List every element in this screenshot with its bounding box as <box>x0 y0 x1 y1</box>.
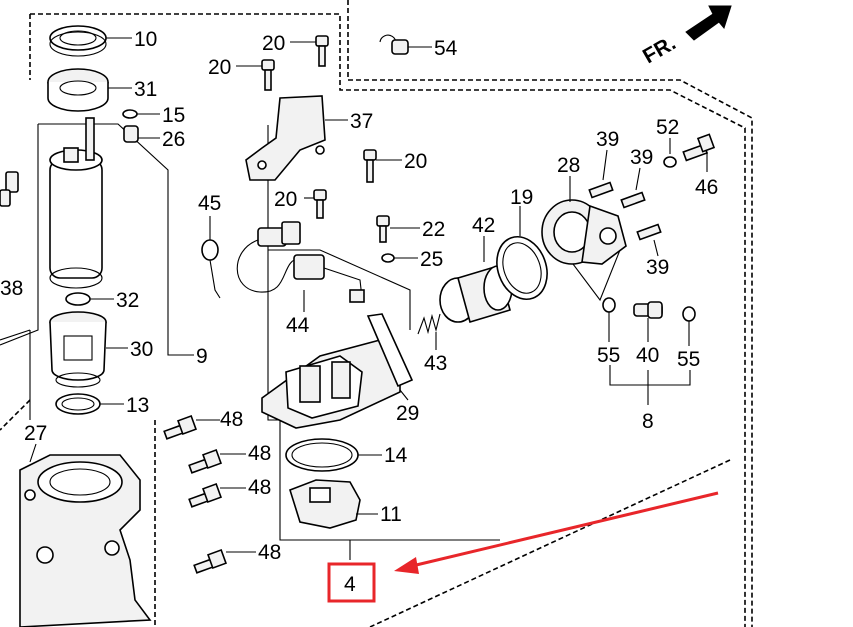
callout-48-b: 48 <box>248 442 271 465</box>
callout-40: 40 <box>636 344 659 367</box>
part-42-filter <box>439 264 513 324</box>
callout-30: 30 <box>130 338 153 361</box>
callout-31: 31 <box>134 78 157 101</box>
callout-27: 27 <box>24 422 47 445</box>
part-52-washer <box>663 156 677 168</box>
callout-4: 4 <box>344 573 356 596</box>
highlight-arrow <box>394 491 719 574</box>
part-28-pump-housing <box>541 199 627 265</box>
part-44-harness <box>236 221 365 303</box>
part-54-clip <box>379 34 409 55</box>
part-37-bracket <box>245 95 326 181</box>
part-40-fitting <box>633 301 663 319</box>
part-39-bolts <box>588 181 662 241</box>
section-boundaries <box>0 0 753 627</box>
part-27-housing <box>19 454 152 627</box>
highlight-callout-4: 4 <box>327 562 376 603</box>
callout-9: 9 <box>196 345 208 368</box>
callout-55-left: 55 <box>597 344 620 367</box>
callout-48-a: 48 <box>220 408 243 431</box>
callout-39-mid: 39 <box>630 146 653 169</box>
part-15-washer <box>122 109 138 119</box>
arrow-head-icon <box>394 557 419 574</box>
part-48-bolts <box>163 415 227 574</box>
highlight-box <box>327 562 376 603</box>
callout-20-left: 20 <box>208 56 231 79</box>
callout-46: 46 <box>695 176 718 199</box>
callout-29: 29 <box>396 402 419 425</box>
leader-lines <box>29 37 708 553</box>
callout-11: 11 <box>380 503 402 526</box>
callout-20-mid: 20 <box>274 188 297 211</box>
callout-54: 54 <box>434 37 458 60</box>
callout-39-bottom: 39 <box>646 256 669 279</box>
callout-22: 22 <box>422 218 445 241</box>
part-30-filter-holder <box>49 311 107 388</box>
part-22-screw <box>376 215 390 243</box>
callout-19: 19 <box>510 186 533 209</box>
part-14-gasket <box>285 438 359 472</box>
callout-48-c: 48 <box>248 476 271 499</box>
callout-labels: 10 31 15 26 38 32 30 9 13 27 20 20 37 20… <box>0 28 718 564</box>
callout-25: 25 <box>420 248 443 271</box>
callout-10: 10 <box>134 28 157 51</box>
part-43-spring <box>417 313 441 335</box>
front-direction-indicator: FR. <box>639 5 732 68</box>
callout-55-right: 55 <box>677 348 700 371</box>
callout-39-top: 39 <box>596 128 619 151</box>
callout-37: 37 <box>350 110 373 133</box>
callout-38: 38 <box>0 277 23 300</box>
part-fuel-pump-body <box>49 117 103 289</box>
part-20-screws <box>261 35 377 219</box>
part-11-float <box>289 479 361 529</box>
part-38-connector <box>0 171 19 207</box>
part-32-o-ring <box>65 292 91 306</box>
part-10-ring <box>49 25 107 57</box>
callout-20-right: 20 <box>404 150 427 173</box>
part-45-clip <box>201 239 221 299</box>
callout-26: 26 <box>162 128 185 151</box>
part-46-bolt <box>682 133 716 162</box>
callout-48-d: 48 <box>258 541 281 564</box>
callout-8: 8 <box>642 410 654 433</box>
part-31-retainer <box>47 68 109 112</box>
part-13-o-ring <box>55 393 101 415</box>
part-26-cap <box>123 125 139 143</box>
callout-44: 44 <box>286 314 310 337</box>
front-arrow-icon <box>685 5 732 41</box>
front-direction-label: FR. <box>639 31 680 68</box>
callout-45: 45 <box>198 192 221 215</box>
part-19-gasket <box>496 236 548 300</box>
callout-32: 32 <box>116 289 139 312</box>
callout-15: 15 <box>162 104 185 127</box>
callout-20-top: 20 <box>262 32 285 55</box>
part-29-vapor-body <box>261 313 414 429</box>
part-55-washers <box>602 297 696 322</box>
callout-43: 43 <box>424 352 447 375</box>
callout-14: 14 <box>384 444 408 467</box>
part-25-washer <box>381 253 395 263</box>
callout-28: 28 <box>557 154 580 177</box>
callout-42: 42 <box>472 214 495 237</box>
callout-52: 52 <box>656 116 679 139</box>
callout-13: 13 <box>126 394 149 417</box>
